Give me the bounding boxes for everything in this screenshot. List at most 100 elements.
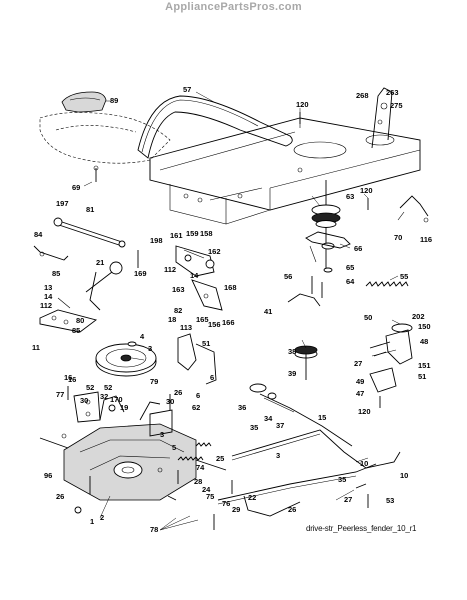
knob-21 xyxy=(85,261,123,311)
callout: 53 xyxy=(386,496,394,505)
callout: 65 xyxy=(346,263,354,272)
callout: 268 xyxy=(356,91,369,100)
callout: 1 xyxy=(90,517,94,526)
callout: 26 xyxy=(288,505,296,514)
callout: 55 xyxy=(400,272,408,281)
callout: 21 xyxy=(96,258,104,267)
callout: 159 xyxy=(186,229,199,238)
callout: 52 xyxy=(104,383,112,392)
callout: 120 xyxy=(358,407,371,416)
callout: 51 xyxy=(202,339,210,348)
callout: 48 xyxy=(420,337,428,346)
callout: 10 xyxy=(400,471,408,480)
callout: 84 xyxy=(34,230,43,239)
callout: 81 xyxy=(86,205,94,214)
callout: 29 xyxy=(232,505,240,514)
pulley-63 xyxy=(311,180,341,273)
brackets-52 xyxy=(73,391,173,437)
callout: 158 xyxy=(200,229,213,238)
callout: 4 xyxy=(140,332,145,341)
callout: 6 xyxy=(196,391,200,400)
callout: 35 xyxy=(250,423,258,432)
callout: 75 xyxy=(206,492,214,501)
callout: 82 xyxy=(174,306,182,315)
callout: 64 xyxy=(346,277,355,286)
callout: 5 xyxy=(172,443,176,452)
rod-34 xyxy=(249,383,353,447)
callout: 14 xyxy=(190,271,199,280)
callout: 113 xyxy=(180,323,192,332)
callout: 74 xyxy=(196,463,205,472)
callout: 198 xyxy=(150,236,163,245)
callout: 156 xyxy=(208,320,221,329)
callout: 197 xyxy=(56,199,69,208)
callout: 32 xyxy=(100,392,108,401)
callout: 112 xyxy=(40,301,52,310)
idler-arm-66 xyxy=(305,231,351,263)
callout: 116 xyxy=(420,235,432,244)
callout: 56 xyxy=(284,272,292,281)
callout: 47 xyxy=(356,389,364,398)
callout: 78 xyxy=(150,525,158,534)
callout: 161 xyxy=(170,231,183,240)
callout: 49 xyxy=(356,377,364,386)
callout: 3 xyxy=(148,344,152,353)
callout: 79 xyxy=(150,377,158,386)
callout: 27 xyxy=(344,495,352,504)
callout: 41 xyxy=(264,307,272,316)
lever-84 xyxy=(33,245,69,261)
fasteners xyxy=(61,112,387,530)
callout: 30 xyxy=(166,397,174,406)
pulley-38 xyxy=(287,293,321,380)
bracket-150 xyxy=(369,323,413,393)
callout: 165 xyxy=(196,315,209,324)
callout: 16 xyxy=(68,375,76,384)
callout: 39 xyxy=(288,369,296,378)
bracket-70 xyxy=(397,195,429,223)
callout: 112 xyxy=(164,265,176,274)
callout: 6 xyxy=(210,373,214,382)
callout: 3 xyxy=(276,451,280,460)
plate-80 xyxy=(39,297,98,333)
callout: 62 xyxy=(192,403,200,412)
callout: 85 xyxy=(52,269,60,278)
callout: 66 xyxy=(354,244,362,253)
callout: 27 xyxy=(354,359,362,368)
shaft-81 xyxy=(53,217,126,248)
callout-leaders xyxy=(83,91,401,531)
spring-55 xyxy=(365,281,409,287)
callout: 150 xyxy=(418,322,431,331)
callout: 63 xyxy=(346,192,354,201)
spring-24 xyxy=(177,442,212,461)
callout: 120 xyxy=(360,186,373,195)
callout: 85 xyxy=(72,326,80,335)
callout: 16 xyxy=(64,373,72,382)
callout: 26 xyxy=(174,388,182,397)
callout: 76 xyxy=(222,499,230,508)
bracket-113 xyxy=(177,333,217,385)
callout: 24 xyxy=(202,485,211,494)
linkage-assembly xyxy=(175,245,223,311)
callout: 169 xyxy=(134,269,147,278)
callout: 37 xyxy=(276,421,284,430)
callout: 30 xyxy=(80,396,88,405)
callout: 35 xyxy=(338,475,346,484)
callout: 10 xyxy=(360,459,368,468)
transaxle-1 xyxy=(39,395,227,501)
callout-labels: 89 57 120 268 263 275 69 63 120 70 116 1… xyxy=(32,85,432,534)
callout: 170 xyxy=(110,395,123,404)
callout: 3 xyxy=(160,430,164,439)
callout: 70 xyxy=(394,233,402,242)
callout: 51 xyxy=(418,372,426,381)
pulley-3 xyxy=(95,341,157,377)
callout: 151 xyxy=(418,361,431,370)
callout: 52 xyxy=(86,383,94,392)
callout: 263 xyxy=(386,88,399,97)
callout: 18 xyxy=(168,315,176,324)
callout: 166 xyxy=(222,318,235,327)
site-watermark: AppliancePartsPros.com xyxy=(165,1,302,13)
seat-part xyxy=(61,91,111,113)
callout: 96 xyxy=(44,471,52,480)
callout: 202 xyxy=(412,312,425,321)
